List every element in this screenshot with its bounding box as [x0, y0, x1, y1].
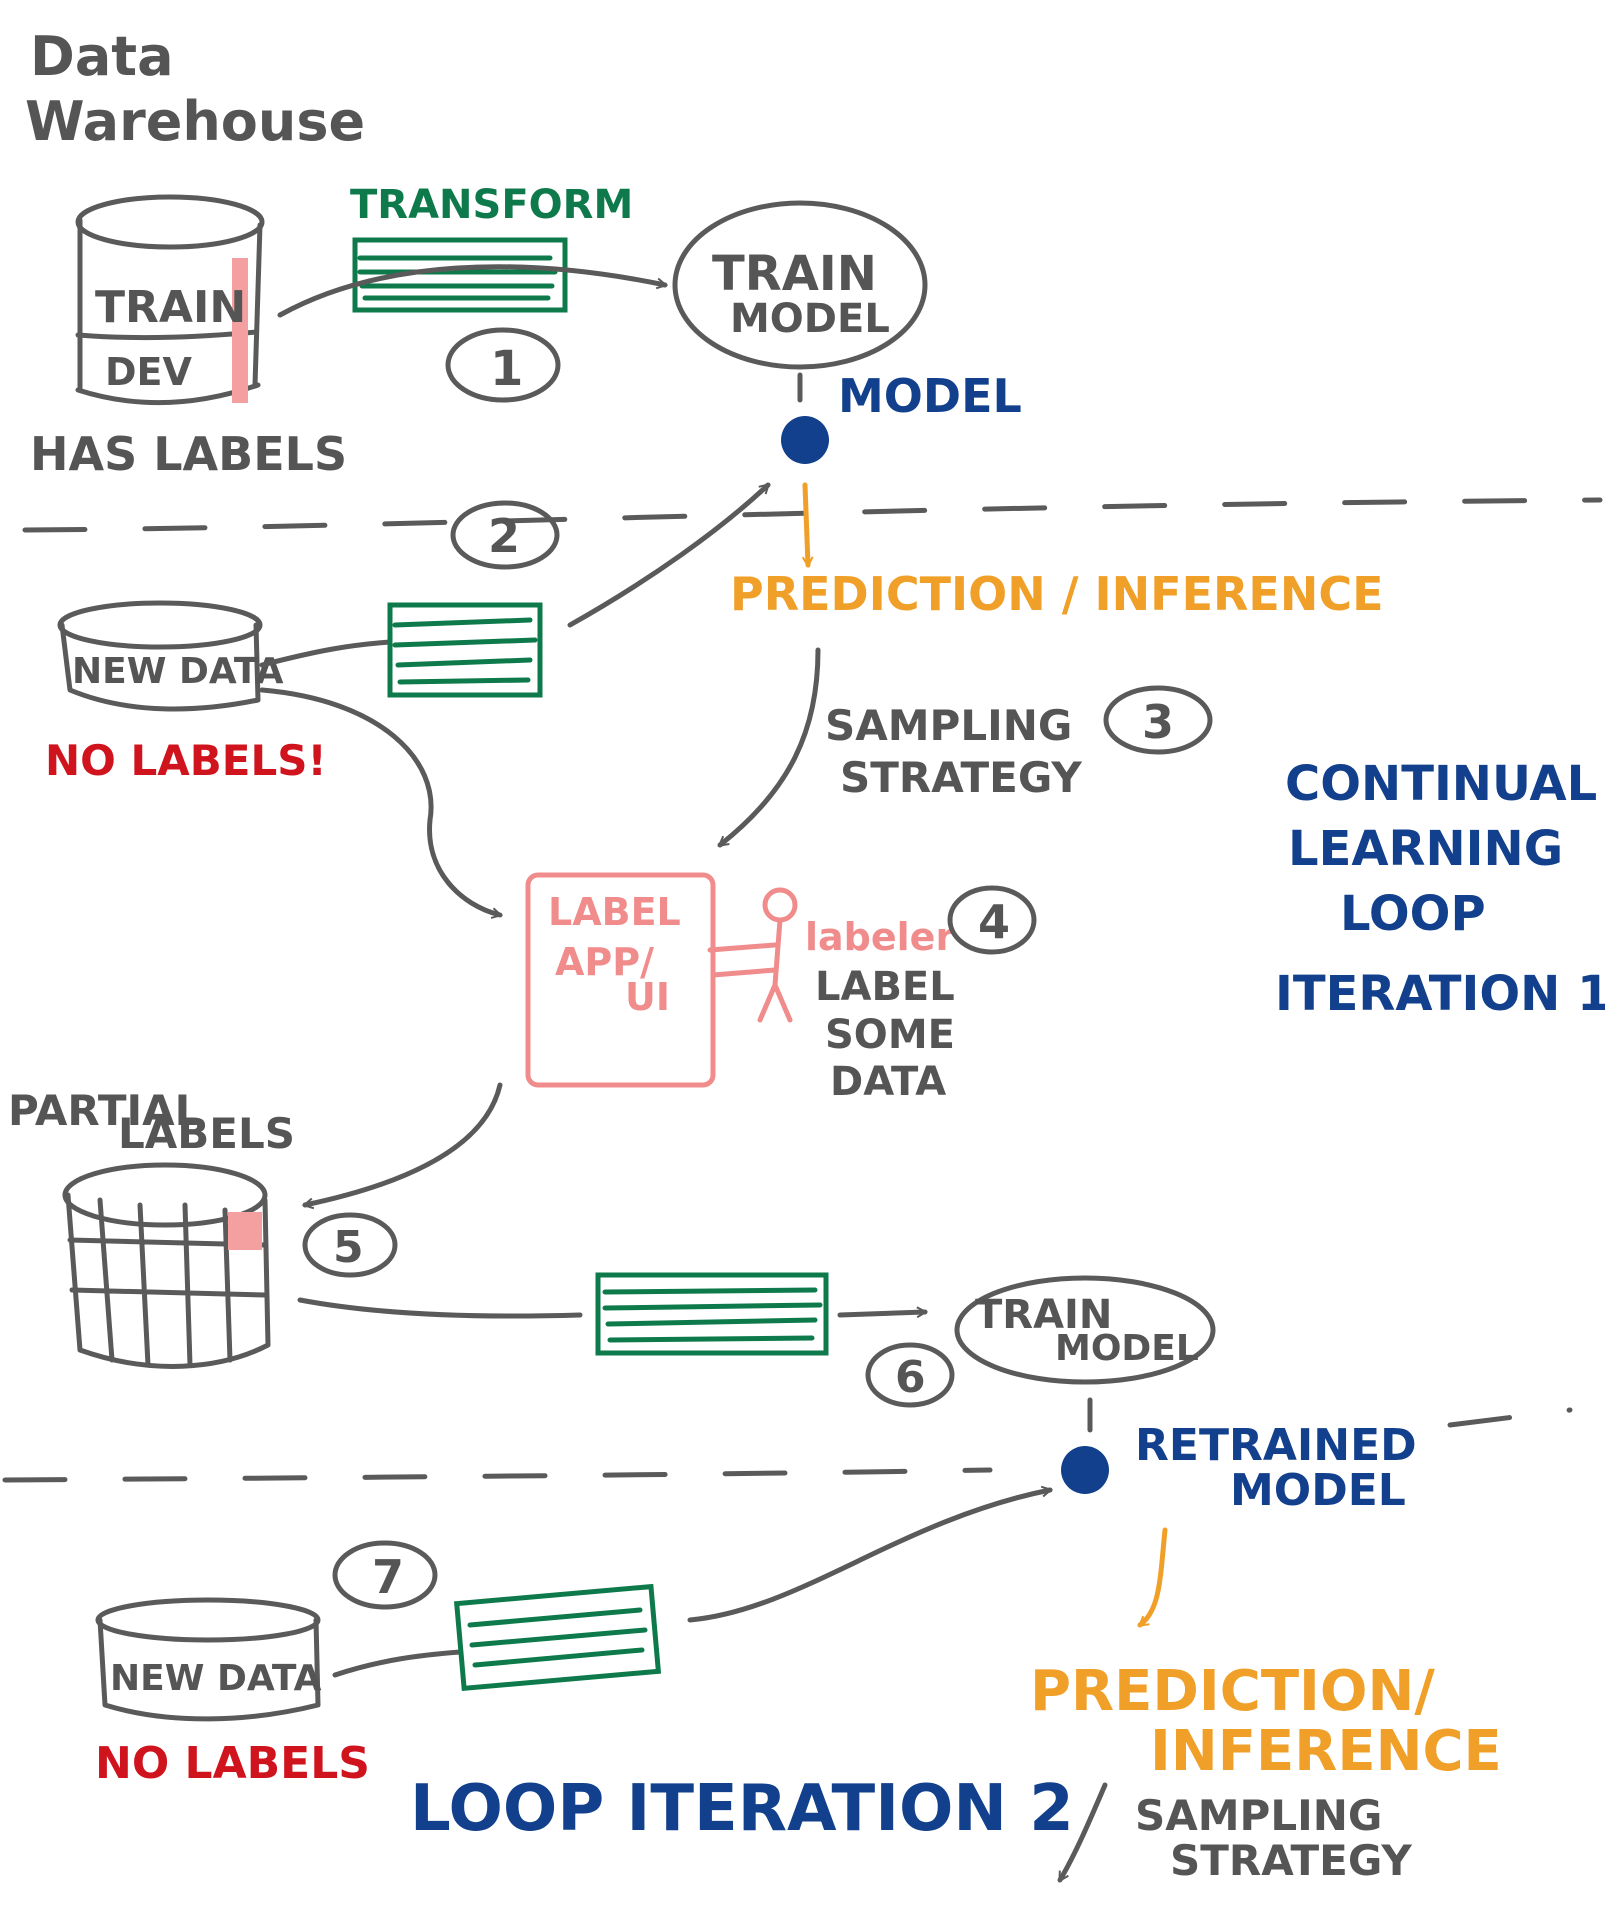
- labeler-text: labeler: [805, 915, 954, 959]
- label-app-line1: LABEL: [548, 890, 681, 934]
- no-labels-1: NO LABELS!: [45, 736, 327, 785]
- partial-line2: LABELS: [118, 1109, 295, 1158]
- label-some-line1: LABEL: [815, 964, 955, 1010]
- svg-text:6: 6: [895, 1352, 926, 1403]
- arrow-new-data-to-label-app: [259, 687, 500, 915]
- label-app-box: LABEL APP/ UI: [525, 872, 716, 1088]
- sampling-2-line1: SAMPLING: [1135, 1791, 1382, 1840]
- warehouse-title-line1: Data: [30, 25, 174, 88]
- step-4-badge: 4: [947, 885, 1037, 955]
- arrow-model-to-prediction: [805, 482, 808, 565]
- label-app-line2: APP/: [555, 940, 654, 984]
- loop-iteration-2: LOOP ITERATION 2: [410, 1772, 1074, 1846]
- new-data-database-1: NEW DATA: [57, 600, 284, 712]
- step-2-badge: 2: [450, 500, 560, 570]
- continual-line1: CONTINUAL: [1285, 756, 1597, 812]
- retrained-model-dot: [1061, 1446, 1109, 1494]
- svg-text:1: 1: [490, 341, 523, 397]
- step-1-badge: 1: [445, 327, 561, 403]
- step-7-badge: 7: [332, 1540, 438, 1610]
- prediction-inference-1: PREDICTION / INFERENCE: [730, 567, 1384, 621]
- svg-text:7: 7: [372, 1550, 404, 1604]
- partial-labels-database: [62, 1162, 271, 1369]
- arrow-new-data-to-retrained: [687, 1490, 1050, 1623]
- train-db-dev-label: DEV: [105, 350, 193, 394]
- arrow-sampling-to-label-app: [717, 647, 821, 848]
- sampling-1-line1: SAMPLING: [825, 701, 1072, 750]
- svg-text:3: 3: [1142, 695, 1174, 749]
- label-app-line3: UI: [625, 975, 670, 1019]
- model-label: MODEL: [838, 369, 1022, 423]
- train-model-2-node: TRAIN MODEL: [954, 1275, 1216, 1385]
- retrained-line1: RETRAINED: [1135, 1420, 1417, 1471]
- labeler-figure: [707, 887, 798, 1023]
- no-labels-2: NO LABELS: [95, 1738, 370, 1789]
- arrow-new-data-to-model: [567, 482, 771, 628]
- arrow-transform-to-train-2: [837, 1312, 925, 1315]
- separator-line-1: [22, 497, 1603, 533]
- partial-line1: PARTIAL: [8, 1086, 201, 1135]
- step-5-badge: 5: [302, 1212, 398, 1278]
- transform-box-1: [352, 237, 568, 313]
- new-data-2-label: NEW DATA: [110, 1658, 322, 1699]
- step-3-badge: 3: [1103, 685, 1213, 755]
- svg-text:4: 4: [978, 895, 1010, 949]
- train-model-1-line2: MODEL: [730, 296, 890, 342]
- train-model-2-line1: TRAIN: [975, 1292, 1112, 1338]
- transform-box-4: [454, 1583, 662, 1691]
- train-model-1-line1: TRAIN: [712, 246, 877, 302]
- train-db-train-label: TRAIN: [95, 282, 246, 333]
- train-model-1-node: TRAIN MODEL: [672, 200, 928, 370]
- arrow-retrained-to-prediction: [1137, 1527, 1168, 1628]
- svg-text:5: 5: [333, 1222, 364, 1273]
- transform-box-2: [387, 602, 543, 698]
- step-6-badge: 6: [865, 1342, 955, 1408]
- prediction-2-line2: INFERENCE: [1150, 1719, 1502, 1784]
- continual-line2: LEARNING: [1288, 821, 1563, 877]
- arrow-sampling-2: [1057, 1782, 1108, 1880]
- new-data-1-label: NEW DATA: [72, 651, 284, 692]
- arrow-label-app-to-partial: [305, 1082, 503, 1205]
- arrow-train-to-model-1: [277, 264, 665, 318]
- warehouse-title-line2: Warehouse: [25, 90, 365, 153]
- model-dot: [781, 416, 829, 464]
- label-some-line3: DATA: [830, 1059, 946, 1105]
- train-model-2-line2: MODEL: [1055, 1328, 1199, 1369]
- has-labels-text: HAS LABELS: [30, 427, 347, 481]
- svg-text:2: 2: [488, 509, 520, 563]
- sampling-2-line2: STRATEGY: [1170, 1836, 1412, 1885]
- label-some-line2: SOME: [825, 1012, 955, 1058]
- train-dev-database: TRAIN DEV: [75, 194, 265, 406]
- transform-box-3: [595, 1272, 829, 1356]
- new-data-database-2: NEW DATA: [95, 1597, 322, 1722]
- retrained-line2: MODEL: [1230, 1465, 1406, 1516]
- prediction-2-line1: PREDICTION/: [1030, 1659, 1435, 1724]
- separator-line-2: [2, 1407, 1573, 1483]
- continual-line4: ITERATION 1: [1275, 966, 1605, 1022]
- transform-label: TRANSFORM: [350, 182, 633, 228]
- sampling-1-line2: STRATEGY: [840, 753, 1082, 802]
- continual-line3: LOOP: [1340, 886, 1486, 942]
